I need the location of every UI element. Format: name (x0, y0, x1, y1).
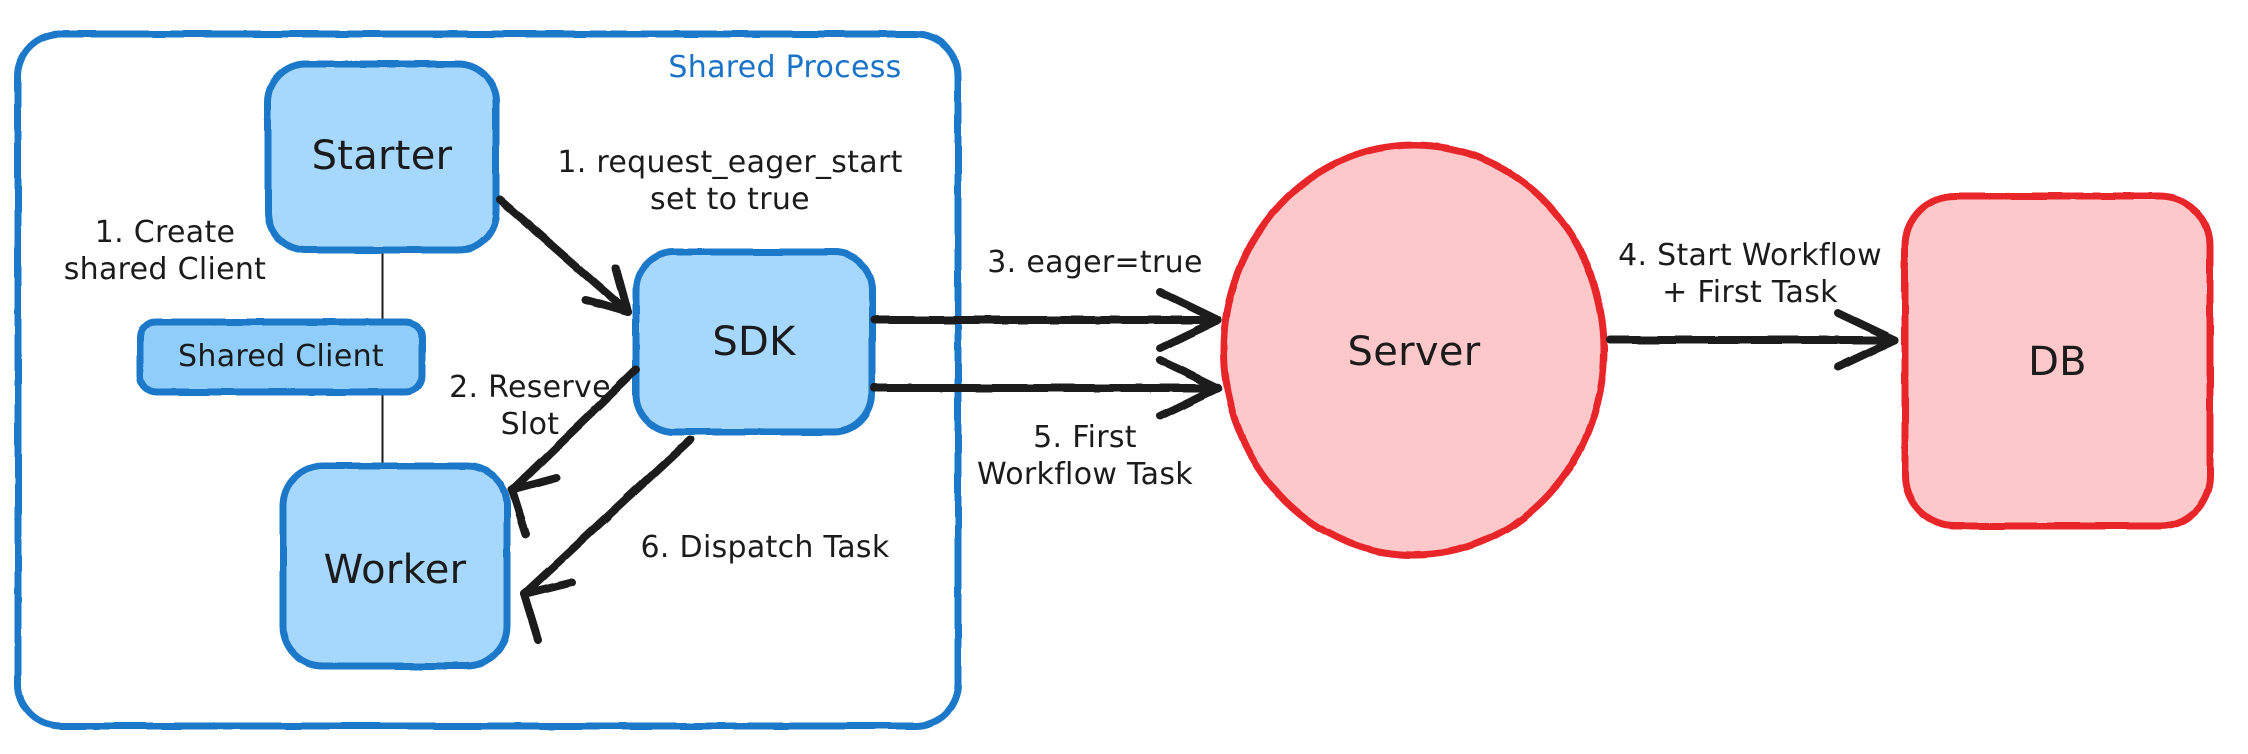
edge-4-start-workflow (1606, 309, 1899, 371)
connector-starter-shared-client (378, 246, 387, 326)
edge-5-first-workflow-task (870, 356, 1222, 420)
edge-2-reserve-slot (508, 366, 640, 538)
node-worker[interactable] (279, 462, 511, 670)
node-starter[interactable] (264, 60, 500, 254)
connector-shared-client-worker (378, 388, 387, 470)
shared-process-container (14, 30, 962, 730)
node-db[interactable] (1901, 192, 2214, 530)
edge-6-dispatch-task (520, 436, 694, 644)
node-shared-client[interactable] (136, 318, 426, 396)
edge-3-eager-true (870, 288, 1222, 352)
node-sdk[interactable] (632, 248, 876, 436)
node-server[interactable] (1220, 141, 1608, 559)
edge-1-request-eager-start (496, 196, 632, 316)
